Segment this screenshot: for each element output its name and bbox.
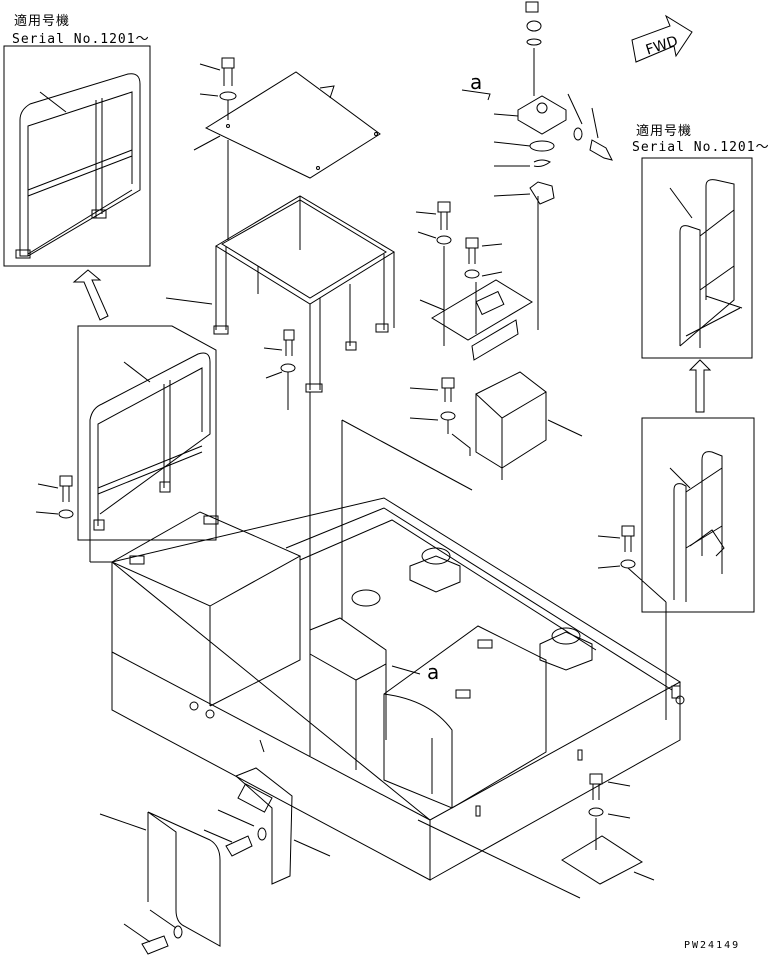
- right-lower-railing-box: [642, 418, 754, 612]
- bottom-left-bolt: [124, 810, 266, 954]
- right-applicability-heading: 適用号機: [636, 124, 693, 139]
- lower-mid-bolt: [410, 378, 470, 456]
- left-serial-note: Serial No.1201～: [12, 32, 150, 47]
- drawing-code: PW24149: [684, 940, 741, 951]
- bottom-left-bracket: [236, 768, 330, 884]
- lower-cover-box: [472, 320, 582, 480]
- left-railing-detail-box: [4, 46, 150, 266]
- bottom-right-bolt-and-plate: [562, 774, 654, 884]
- top-cover-plate: [194, 72, 380, 178]
- bottom-left-side-panel: [100, 812, 220, 946]
- detail-arrow-left: [74, 270, 108, 320]
- top-hardware-stack: [462, 2, 612, 204]
- fwd-direction-arrow: FWD: [632, 16, 692, 62]
- guide-line: [418, 820, 580, 898]
- detail-arrow-right: [690, 360, 710, 412]
- mid-bolt-set: [416, 202, 502, 346]
- callout-a-top: a: [470, 70, 483, 94]
- right-frame-bolt: [598, 526, 666, 720]
- mounting-bracket-plate: [420, 280, 532, 340]
- callout-a-middle: a: [427, 660, 440, 684]
- right-railing-detail-box: [642, 158, 752, 358]
- pivot-mount: [352, 548, 592, 670]
- right-serial-note: Serial No.1201～: [632, 140, 768, 155]
- main-frame-base: [112, 498, 684, 880]
- right-tank: [384, 626, 546, 808]
- left-railing-assembly: [78, 326, 216, 540]
- top-bolt: [200, 58, 236, 120]
- left-tank: [112, 512, 300, 706]
- left-frame-bolt: [36, 476, 90, 562]
- stand-mount-bolt: [264, 330, 295, 410]
- center-box-housing: [310, 618, 420, 770]
- platform-stand-frame: [166, 196, 394, 392]
- left-applicability-heading: 適用号機: [14, 14, 71, 29]
- fwd-label: FWD: [644, 33, 680, 58]
- guide-line: [342, 420, 472, 490]
